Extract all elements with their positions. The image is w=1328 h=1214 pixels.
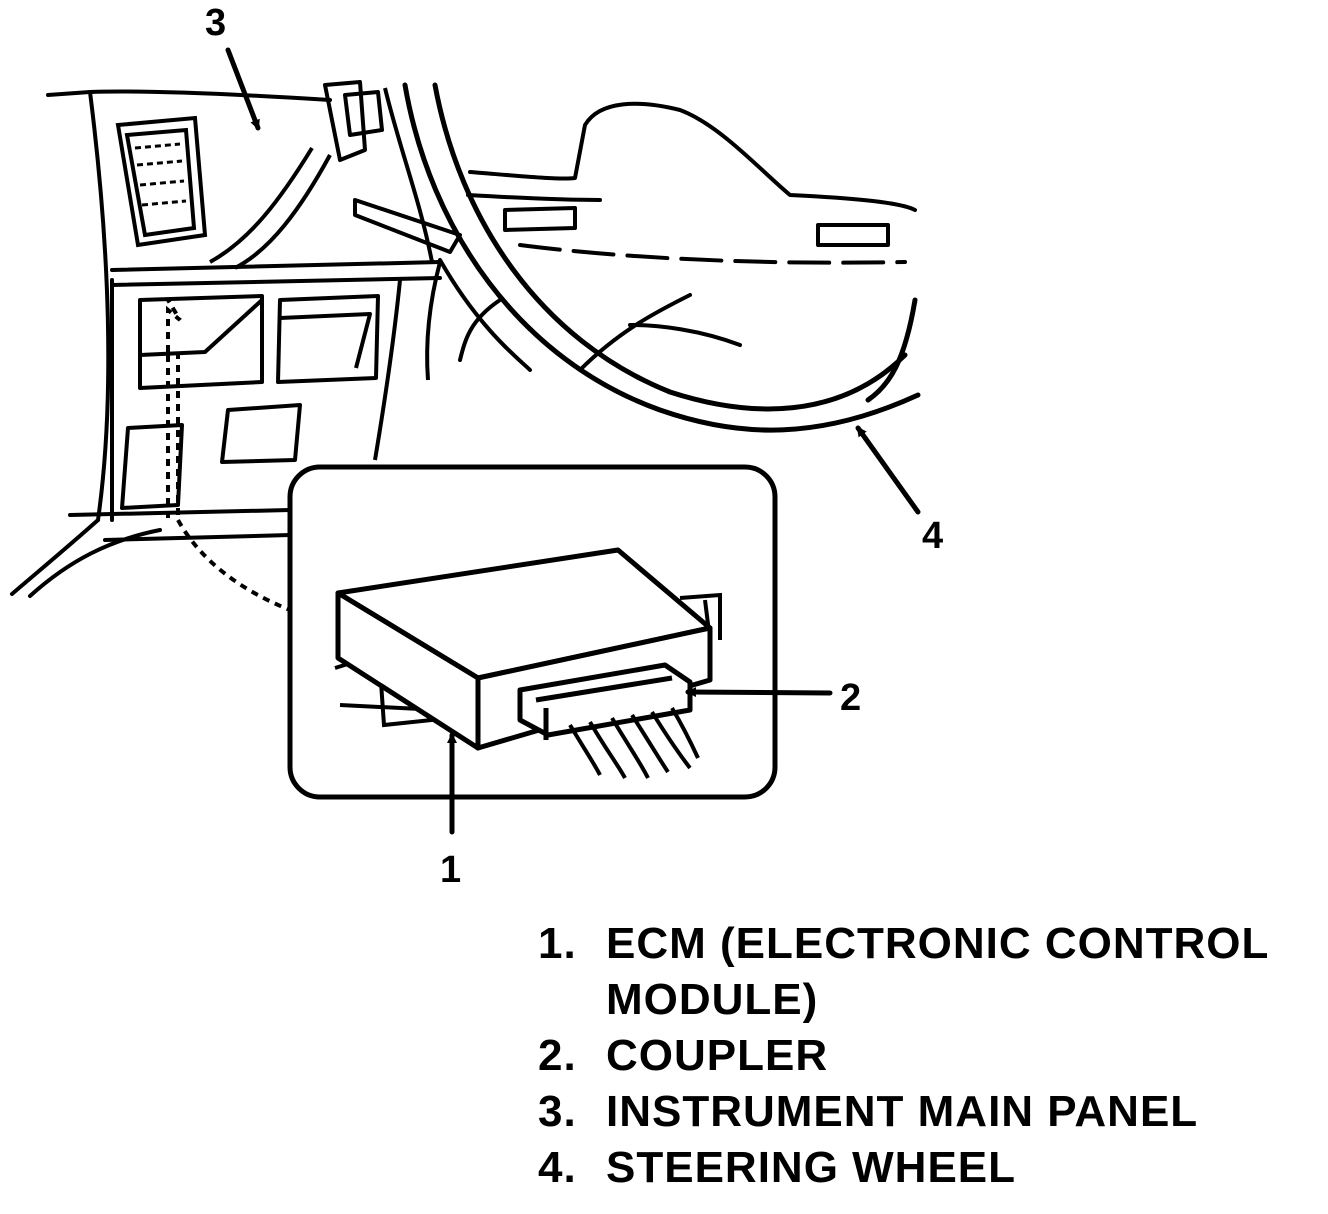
callout-number-3: 3 [205, 2, 226, 44]
legend-text-4: STEERING WHEEL [606, 1143, 1016, 1192]
callout-number-2: 2 [840, 677, 861, 719]
lower-panel-switches [120, 294, 380, 510]
dashboard-cover [466, 101, 917, 265]
dash-vent [115, 115, 208, 248]
legend-text-3: INSTRUMENT MAIN PANEL [606, 1087, 1198, 1136]
column-trim [209, 80, 462, 461]
callout-arrows [225, 47, 921, 835]
legend-number-1: 1. [538, 919, 577, 968]
ecm-detail-inset [287, 464, 778, 800]
legend-number-3: 3. [538, 1087, 577, 1136]
legend-number-2: 2. [538, 1031, 577, 1080]
legend-number-4: 4. [538, 1143, 577, 1192]
legend-text-1-continued: MODULE) [606, 975, 818, 1024]
callout-arrow-4 [855, 425, 921, 515]
ecm-coupler [517, 662, 700, 779]
callout-number-1: 1 [440, 849, 461, 891]
legend-text-2: COUPLER [606, 1031, 828, 1080]
legend-text-1: ECM (ELECTRONIC CONTROL [606, 919, 1269, 968]
legend: 1. ECM (ELECTRONIC CONTROL MODULE) 2. CO… [538, 919, 1269, 1192]
callout-number-4: 4 [922, 515, 943, 557]
callout-arrow-3 [225, 47, 261, 131]
callout-arrow-2 [685, 687, 833, 698]
ecm-location-dashed-pointer [166, 298, 291, 612]
